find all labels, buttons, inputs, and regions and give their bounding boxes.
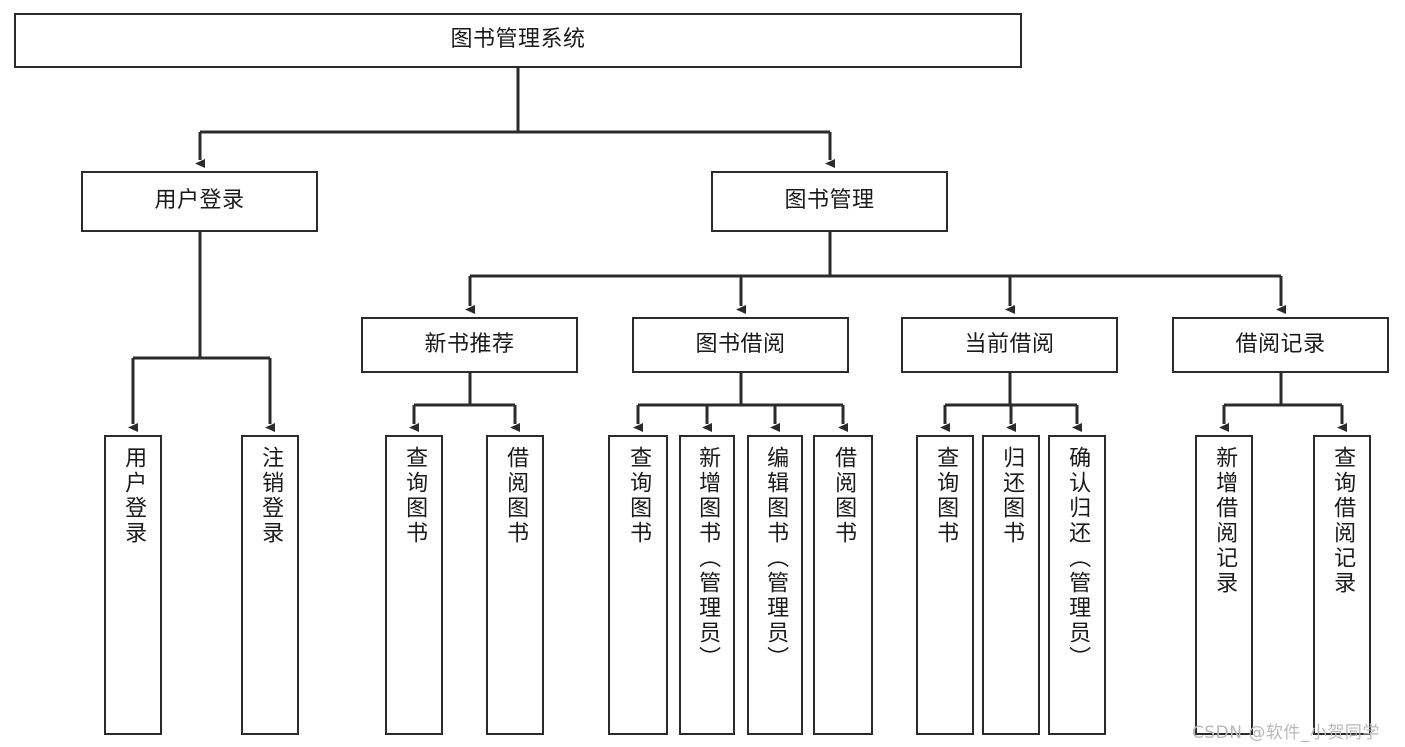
node-label: 用户登录 (121, 446, 147, 546)
node-label: 新书推荐 (424, 331, 515, 357)
node-label: 注销登录 (258, 446, 284, 546)
node-label: 图书管理系统 (450, 27, 586, 53)
node-label: 用户登录 (154, 188, 245, 214)
node-label: 查询图书 (626, 446, 652, 546)
node-leaf-query-record[interactable]: 查询借阅记录 (1313, 435, 1371, 735)
node-leaf-query-book-3[interactable]: 查询图书 (916, 435, 974, 735)
node-root[interactable]: 图书管理系统 (14, 13, 1022, 68)
node-new-book-rec[interactable]: 新书推荐 (361, 317, 578, 373)
node-label: 归还图书 (999, 446, 1025, 546)
node-label: 图书管理 (784, 188, 875, 214)
node-label: 借阅记录 (1235, 331, 1326, 357)
connector-group (128, 68, 1347, 432)
node-book-manage[interactable]: 图书管理 (711, 171, 948, 232)
node-label: 新增借阅记录 (1212, 446, 1238, 596)
node-label: 查询图书 (402, 446, 428, 546)
node-label: 查询借阅记录 (1330, 446, 1356, 596)
node-leaf-user-login[interactable]: 用户登录 (104, 435, 162, 735)
node-label: 图书借阅 (695, 331, 786, 357)
node-label: 确认归还（管理员） (1065, 446, 1091, 671)
node-leaf-confirm-ret[interactable]: 确认归还（管理员） (1048, 435, 1106, 735)
node-label: 借阅图书 (503, 446, 529, 546)
node-label: 新增图书（管理员） (695, 446, 721, 671)
node-borrow-record[interactable]: 借阅记录 (1172, 317, 1389, 373)
node-leaf-user-logout[interactable]: 注销登录 (241, 435, 299, 735)
node-current-borrow[interactable]: 当前借阅 (901, 317, 1118, 373)
node-book-borrow[interactable]: 图书借阅 (632, 317, 849, 373)
node-leaf-add-record[interactable]: 新增借阅记录 (1195, 435, 1253, 735)
node-label: 当前借阅 (964, 331, 1055, 357)
node-leaf-return-book[interactable]: 归还图书 (982, 435, 1040, 735)
node-user-login[interactable]: 用户登录 (81, 171, 318, 232)
node-label: 查询图书 (933, 446, 959, 546)
node-leaf-add-book[interactable]: 新增图书（管理员） (679, 435, 735, 735)
node-label: 借阅图书 (831, 446, 857, 546)
node-leaf-borrow-book-1[interactable]: 借阅图书 (486, 435, 544, 735)
node-leaf-query-book-1[interactable]: 查询图书 (385, 435, 443, 735)
node-leaf-borrow-book-2[interactable]: 借阅图书 (813, 435, 873, 735)
node-leaf-edit-book[interactable]: 编辑图书（管理员） (747, 435, 803, 735)
node-label: 编辑图书（管理员） (763, 446, 789, 671)
node-leaf-query-book-2[interactable]: 查询图书 (608, 435, 668, 735)
csdn-watermark: CSDN @软件_小贺同学 (1192, 723, 1380, 743)
